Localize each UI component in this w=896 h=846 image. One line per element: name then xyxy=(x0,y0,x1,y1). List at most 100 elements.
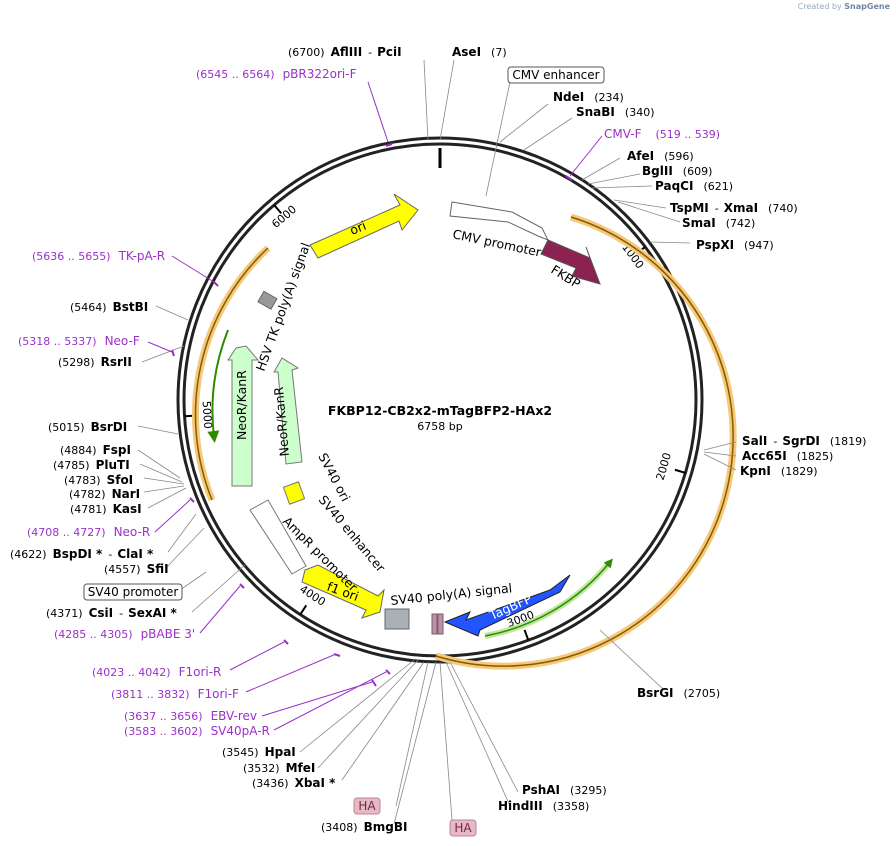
enzyme-bsrgi[interactable]: BsrGI(2705) xyxy=(637,686,720,700)
primer-range: (4708 .. 4727) xyxy=(27,526,106,539)
feature-ha-block-2[interactable] xyxy=(437,613,444,635)
enzyme-afliii-pcii-enz-name: PciI xyxy=(377,45,402,59)
enzyme-dash: - xyxy=(715,202,719,215)
primer-name: pBABE 3' xyxy=(141,627,196,641)
primer-neo-f[interactable]: (5318 .. 5337)Neo-F xyxy=(18,334,140,348)
enzyme-kasi-enz-name: KasI xyxy=(113,502,142,516)
boxed-sv40-promoter-frame xyxy=(83,583,183,601)
enzyme-snabi-enz-name: SnaBI xyxy=(576,105,615,119)
enzyme-bstbi-enz-name: BstBI xyxy=(113,300,149,314)
feature-ha-block-1[interactable] xyxy=(431,613,438,635)
enzyme-pspxi-enz-pos: (947) xyxy=(744,239,774,252)
primer-labels: (6545 .. 6564)pBR322ori-F CMV-F(519 .. 53… xyxy=(18,67,720,738)
enzyme-bmgbi[interactable]: (3408)BmgBI xyxy=(321,820,407,834)
enzyme-bstbi[interactable]: (5464)BstBI xyxy=(70,300,148,314)
boxed-sv40-promoter[interactable]: SV40 promoter xyxy=(83,583,183,601)
feature-f1-ori[interactable] xyxy=(301,564,385,619)
enzyme-rsrii-enz-name: RsrII xyxy=(101,355,132,369)
enzyme-csii-sexai-enz-pos: (4371) xyxy=(46,607,83,620)
boxed-cmv-enhancer-text: CMV enhancer xyxy=(512,68,599,82)
boxed-ha-1[interactable]: HA xyxy=(353,797,381,815)
primer-f1ori-r[interactable]: (4023 .. 4042)F1ori-R xyxy=(92,665,221,679)
feature-cmv-promoter[interactable] xyxy=(449,201,550,241)
feature-ori[interactable] xyxy=(309,193,419,259)
orf-arc-left-line xyxy=(194,247,269,501)
boxed-ha-2[interactable]: HA xyxy=(449,819,477,837)
enzyme-fspi[interactable]: (4884)FspI xyxy=(60,443,131,457)
enzyme-smai[interactable]: SmaI(742) xyxy=(682,216,755,230)
primer-pbr322ori-f[interactable]: (6545 .. 6564)pBR322ori-F xyxy=(196,67,357,81)
primer-ebv-rev[interactable]: (3637 .. 3656)EBV-rev xyxy=(124,709,257,723)
enzyme-afliii-pcii[interactable]: (6700)AflIII-PciI xyxy=(288,45,402,59)
enzyme-fspi-enz-pos: (4884) xyxy=(60,444,97,457)
enzyme-sali-sgrdi[interactable]: SalI-SgrDI(1819) xyxy=(742,434,866,448)
label-sv40-polya: SV40 poly(A) signal xyxy=(390,580,513,608)
enzyme-sfii[interactable]: (4557)SfiI xyxy=(104,562,169,576)
enzyme-bspdi-clai-enz-name: ClaI * xyxy=(117,547,154,561)
feature-hsv-tk-polya[interactable] xyxy=(257,290,278,310)
enzyme-ndei-enz-name: NdeI xyxy=(553,90,584,104)
enzyme-snabi[interactable]: SnaBI(340) xyxy=(576,105,655,119)
primer-range: (519 .. 539) xyxy=(655,128,720,141)
feature-tagbfp[interactable] xyxy=(443,574,571,637)
enzyme-pshai[interactable]: PshAI(3295) xyxy=(522,783,607,797)
enzyme-tspmi-xmai[interactable]: TspMI-XmaI(740) xyxy=(670,201,798,215)
feature-sv40-ori[interactable] xyxy=(282,481,306,505)
primer-tk-pa-r[interactable]: (5636 .. 5655)TK-pA-R xyxy=(32,249,165,263)
enzyme-kasi[interactable]: (4781)KasI xyxy=(70,502,142,516)
enzyme-kpni[interactable]: KpnI(1829) xyxy=(740,464,817,478)
primer-range: (4285 .. 4305) xyxy=(54,628,133,641)
feature-neo-inner[interactable] xyxy=(273,357,303,465)
primer-name: Neo-R xyxy=(114,525,151,539)
enzyme-nari-enz-pos: (4782) xyxy=(69,488,106,501)
enzyme-acc65i[interactable]: Acc65I(1825) xyxy=(742,449,833,463)
enzyme-sfoi[interactable]: (4783)SfoI xyxy=(64,473,133,487)
boxed-ha-1-text: HA xyxy=(358,799,376,813)
enzyme-bsrdi[interactable]: (5015)BsrDI xyxy=(48,420,127,434)
enzyme-bglii[interactable]: BglII(609) xyxy=(642,164,712,178)
enzyme-bspdi-clai-enz-pos: (4622) xyxy=(10,548,47,561)
primer-cmv-f[interactable]: CMV-F(519 .. 539) xyxy=(604,127,720,141)
primer-f1ori-f[interactable]: (3811 .. 3832)F1ori-F xyxy=(111,687,239,701)
feature-ampr-promoter[interactable] xyxy=(249,499,307,575)
enzyme-csii-sexai[interactable]: (4371)CsiI-SexAI * xyxy=(46,606,178,620)
enzyme-hindiii-enz-name: HindIII xyxy=(498,799,543,813)
enzyme-asei-enz-name: AseI xyxy=(452,45,481,59)
primer-pbabe-3[interactable]: (4285 .. 4305) pBABE 3' xyxy=(54,627,195,641)
enzyme-hpai[interactable]: (3545)HpaI xyxy=(222,745,296,759)
enzyme-mfei[interactable]: (3532)MfeI xyxy=(243,761,315,775)
feature-fkbp[interactable] xyxy=(540,239,601,285)
credit-prefix: Created by xyxy=(797,2,842,11)
enzyme-ndei[interactable]: NdeI(234) xyxy=(553,90,624,104)
enzyme-hindiii[interactable]: HindIII(3358) xyxy=(498,799,589,813)
enzyme-pluti[interactable]: (4785)PluTI xyxy=(53,458,130,472)
enzyme-afei-enz-pos: (596) xyxy=(664,150,694,163)
enzyme-hpai-enz-name: HpaI xyxy=(265,745,296,759)
label-hsv-tk: HSV TK poly(A) signal xyxy=(253,241,313,373)
enzyme-pluti-enz-pos: (4785) xyxy=(53,459,90,472)
enzyme-tspmi-xmai-enz-pos: (740) xyxy=(768,202,798,215)
primer-range: (3583 .. 3602) xyxy=(124,725,203,738)
enzyme-afei[interactable]: AfeI(596) xyxy=(627,149,694,163)
enzyme-rsrii[interactable]: (5298)RsrII xyxy=(58,355,132,369)
enzyme-tspmi-xmai-enz-name: TspMI xyxy=(670,201,709,215)
boxed-ha-2-text: HA xyxy=(454,821,472,835)
label-neo-inner: NeoR/KanR xyxy=(271,386,292,457)
feature-sv40-polya-block[interactable] xyxy=(384,608,410,630)
enzyme-acc65i-enz-name: Acc65I xyxy=(742,449,787,463)
enzyme-xbai[interactable]: (3436)XbaI * xyxy=(252,776,336,790)
enzyme-paqci[interactable]: PaqCI(621) xyxy=(655,179,733,193)
primer-neo-r[interactable]: (4708 .. 4727) Neo-R xyxy=(27,525,150,539)
enzyme-smai-enz-pos: (742) xyxy=(726,217,756,230)
enzyme-bspdi-clai[interactable]: (4622)BspDI *-ClaI * xyxy=(10,547,154,561)
primer-range: (6545 .. 6564) xyxy=(196,68,275,81)
enzyme-nari[interactable]: (4782)NarI xyxy=(69,487,140,501)
enzyme-pspxi[interactable]: PspXI(947) xyxy=(696,238,774,252)
primer-sv40pa-r[interactable]: (3583 .. 3602)SV40pA-R xyxy=(124,724,270,738)
enzyme-asei[interactable]: AseI(7) xyxy=(452,45,507,59)
feature-neo-outer[interactable] xyxy=(227,345,260,487)
boxed-cmv-enhancer[interactable]: CMV enhancer xyxy=(507,66,605,84)
orf-green-tagbfp-bg xyxy=(484,560,613,639)
